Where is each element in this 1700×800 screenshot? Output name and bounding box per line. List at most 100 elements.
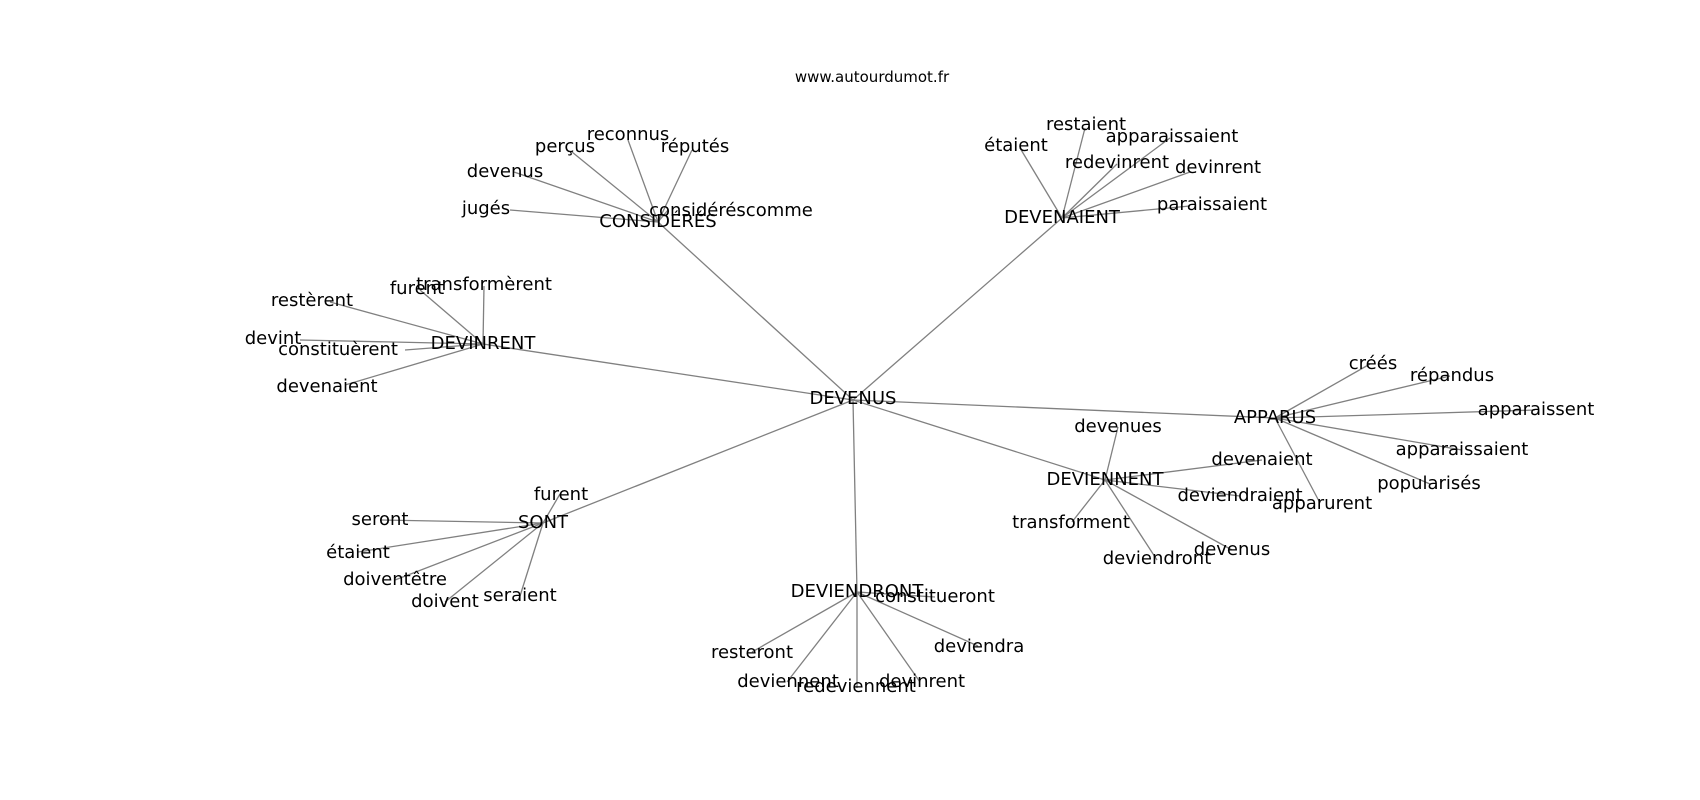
- edge-hub-leaf: [1274, 417, 1431, 485]
- edge-hub-leaf: [1104, 479, 1233, 551]
- leaf-node: redeviennent: [796, 676, 916, 697]
- leaf-node: apparaissaient: [1106, 126, 1239, 147]
- leaf-node: constituèrent: [278, 339, 398, 360]
- leaf-node: apparurent: [1272, 493, 1372, 514]
- leaf-node: étaient: [326, 542, 390, 563]
- edge-hub-leaf: [357, 522, 544, 553]
- leaf-node: deviendra: [934, 636, 1025, 657]
- edge-hub-leaf: [1071, 479, 1106, 523]
- leaf-node: devenaient: [276, 376, 377, 397]
- graph-edges: [299, 127, 1536, 688]
- leaf-node: devint: [245, 328, 302, 349]
- edge-hub-leaf: [1061, 137, 1171, 219]
- edge-center-hub: [657, 221, 854, 401]
- leaf-node: furent: [390, 278, 444, 299]
- leaf-node: considéréscomme: [649, 200, 813, 221]
- source-url: www.autourdumot.fr: [795, 68, 950, 86]
- edge-hub-leaf: [751, 591, 858, 653]
- edge-hub-leaf: [329, 301, 484, 345]
- leaf-node: devinrent: [1175, 157, 1261, 178]
- leaf-node: seront: [352, 509, 409, 530]
- edge-hub-leaf: [394, 522, 544, 581]
- leaf-node: doiventêtre: [343, 569, 447, 590]
- leaf-node: perçus: [535, 136, 595, 157]
- leaf-node: furent: [534, 484, 588, 505]
- leaf-node: deviendraient: [1177, 485, 1302, 506]
- edge-hub-leaf: [627, 139, 659, 223]
- leaf-node: jugés: [461, 198, 510, 219]
- edge-hub-leaf: [379, 519, 544, 524]
- leaf-node: constitueront: [875, 586, 995, 607]
- leaf-node: répandus: [1410, 365, 1494, 386]
- edge-center-hub: [852, 217, 1063, 401]
- edge-hub-leaf: [1274, 417, 1463, 451]
- edge-hub-leaf: [1274, 409, 1536, 419]
- edge-hub-leaf: [1061, 163, 1118, 219]
- edge-hub-leaf: [1274, 363, 1371, 419]
- edge-hub-leaf: [404, 343, 484, 351]
- hub-node: DEVINRENT: [431, 333, 537, 354]
- edge-hub-leaf: [571, 151, 659, 223]
- edge-hub-leaf: [419, 289, 484, 345]
- edge-hub-leaf: [482, 285, 485, 345]
- hub-node: APPARUS: [1234, 407, 1316, 428]
- edge-hub-leaf: [513, 171, 659, 223]
- edge-hub-leaf: [657, 209, 669, 223]
- hub-node: SONT: [518, 512, 569, 533]
- leaf-node: deviendront: [1103, 548, 1212, 569]
- edge-hub-leaf: [1274, 417, 1321, 504]
- edge-hub-leaf: [1104, 459, 1263, 481]
- edge-hub-leaf: [1104, 479, 1158, 561]
- leaf-node: devenus: [1194, 539, 1270, 560]
- leaf-node: devenues: [1074, 416, 1162, 437]
- hub-node: DEVENAIENT: [1004, 207, 1121, 228]
- leaf-node: réputés: [661, 136, 729, 157]
- leaf-node: seraient: [483, 585, 556, 606]
- edge-hub-leaf: [856, 591, 921, 683]
- edge-hub-leaf: [786, 591, 858, 683]
- edge-hub-leaf: [344, 343, 484, 386]
- leaf-node: paraissaient: [1157, 194, 1267, 215]
- hub-node: DEVIENNENT: [1047, 469, 1165, 490]
- edge-hub-leaf: [542, 493, 561, 524]
- leaf-node: doivent: [411, 591, 479, 612]
- leaf-node: apparaissaient: [1396, 439, 1529, 460]
- leaf-node: restèrent: [271, 290, 353, 311]
- leaf-node: redevinrent: [1065, 152, 1169, 173]
- edge-center-hub: [482, 343, 854, 401]
- edge-center-hub: [852, 399, 1276, 419]
- edge-hub-leaf: [1061, 127, 1086, 219]
- edge-hub-leaf: [1061, 205, 1191, 219]
- edge-hub-leaf: [856, 591, 979, 647]
- edge-hub-leaf: [519, 522, 544, 597]
- edge-center-hub: [852, 399, 1106, 481]
- edge-hub-leaf: [1274, 375, 1451, 419]
- edge-hub-leaf: [856, 591, 936, 598]
- leaf-node: devenaient: [1211, 449, 1312, 470]
- leaf-node: resteront: [711, 642, 793, 663]
- edge-hub-leaf: [1104, 426, 1119, 481]
- edge-center-hub: [542, 399, 854, 524]
- hub-node: DEVIENDRONT: [791, 581, 925, 602]
- leaf-node: transforment: [1012, 512, 1130, 533]
- edge-hub-leaf: [509, 209, 659, 223]
- edge-hub-leaf: [1104, 479, 1241, 497]
- leaf-node: étaient: [984, 135, 1048, 156]
- leaf-node: apparaissent: [1478, 399, 1595, 420]
- edge-hub-leaf: [444, 522, 544, 603]
- leaf-node: restaient: [1046, 114, 1126, 135]
- edge-hub-leaf: [657, 149, 693, 223]
- edge-center-hub: [852, 399, 858, 593]
- center-node: DEVENUS: [810, 388, 897, 409]
- leaf-node: devenus: [467, 161, 543, 182]
- leaf-node: deviennent: [737, 671, 839, 692]
- edge-hub-leaf: [299, 339, 484, 345]
- leaf-node: reconnus: [587, 124, 670, 145]
- leaf-node: popularisés: [1377, 473, 1481, 494]
- leaf-node: devinrent: [879, 671, 965, 692]
- graph-labels: DEVENUS CONSIDÉRÉS DEVENAIENT DEVINRENT APPA…: [245, 114, 1595, 697]
- hub-node: CONSIDÉRÉS: [599, 210, 716, 232]
- edge-hub-leaf: [1019, 147, 1063, 219]
- leaf-node: créés: [1349, 353, 1397, 374]
